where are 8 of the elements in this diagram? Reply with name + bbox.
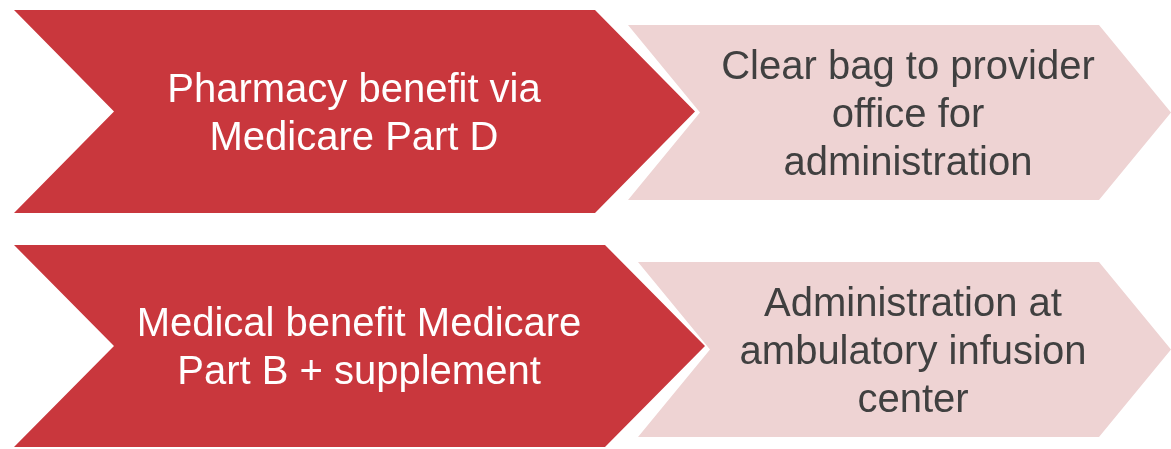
chevron-label: Administration at ambulatory infusion center (738, 278, 1088, 422)
chevron-shape (638, 262, 1171, 437)
chevron-shape (14, 245, 705, 447)
chevron-shape (628, 25, 1171, 200)
chevron-label: Pharmacy benefit via Medicare Part D (166, 64, 542, 160)
chevron-label: Medical benefit Medicare Part B + supplement (135, 299, 583, 394)
chevron-label: Clear bag to provider office for administration (720, 41, 1096, 185)
chevron-shape (14, 10, 695, 213)
